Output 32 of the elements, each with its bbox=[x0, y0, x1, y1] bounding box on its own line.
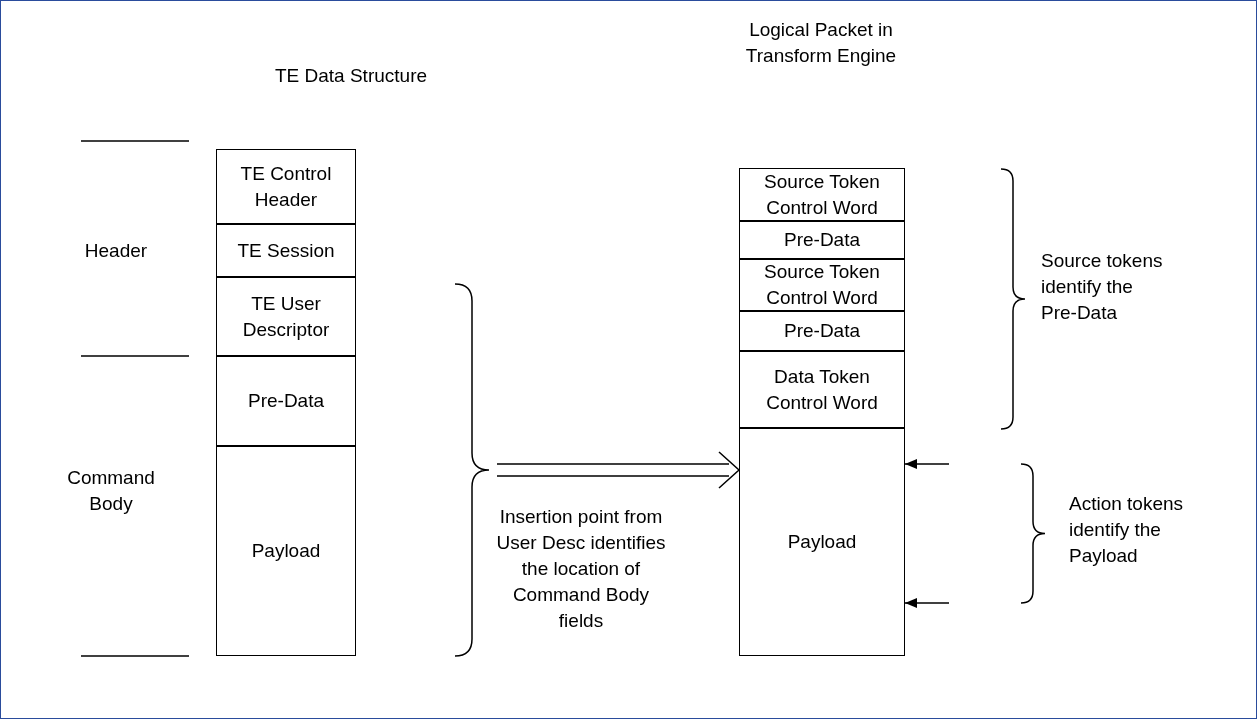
heading: TE Data Structure bbox=[273, 64, 429, 88]
field-box bbox=[739, 310, 905, 352]
field-box bbox=[216, 355, 356, 447]
field-box bbox=[216, 149, 356, 225]
field-box bbox=[739, 168, 905, 222]
field-box bbox=[216, 445, 356, 656]
annotation: Source tokens identify the Pre-Data bbox=[1041, 249, 1164, 325]
field-label: Payload bbox=[250, 538, 322, 563]
field-label: Source Token Control Word bbox=[763, 170, 881, 220]
field-label: TE Control Header bbox=[239, 162, 333, 212]
field-box bbox=[216, 223, 356, 278]
arrow bbox=[904, 598, 950, 608]
annotation: Insertion point from User Desc identifies the location of Command Body fields bbox=[496, 505, 666, 633]
field-box bbox=[739, 350, 905, 429]
field-label: Payload bbox=[786, 529, 858, 554]
field-label: TE Session bbox=[236, 238, 336, 263]
field-box bbox=[739, 427, 905, 656]
section-label: Header bbox=[83, 239, 149, 263]
field-label: Pre-Data bbox=[247, 389, 325, 413]
annotation: Action tokens identify the Payload bbox=[1069, 492, 1185, 568]
field-label: Source Token Control Word bbox=[763, 260, 881, 310]
field-label: Data Token Control Word bbox=[765, 364, 879, 415]
double-arrow bbox=[496, 451, 741, 489]
section-label: Command Body bbox=[66, 466, 156, 516]
field-label: Pre-Data bbox=[783, 228, 861, 252]
field-box bbox=[739, 220, 905, 260]
field-label: Pre-Data bbox=[783, 319, 861, 343]
field-label: TE User Descriptor bbox=[241, 291, 331, 342]
arrow bbox=[904, 459, 950, 469]
heading: Logical Packet in Transform Engine bbox=[744, 18, 898, 68]
field-box bbox=[739, 258, 905, 312]
field-box bbox=[216, 276, 356, 357]
